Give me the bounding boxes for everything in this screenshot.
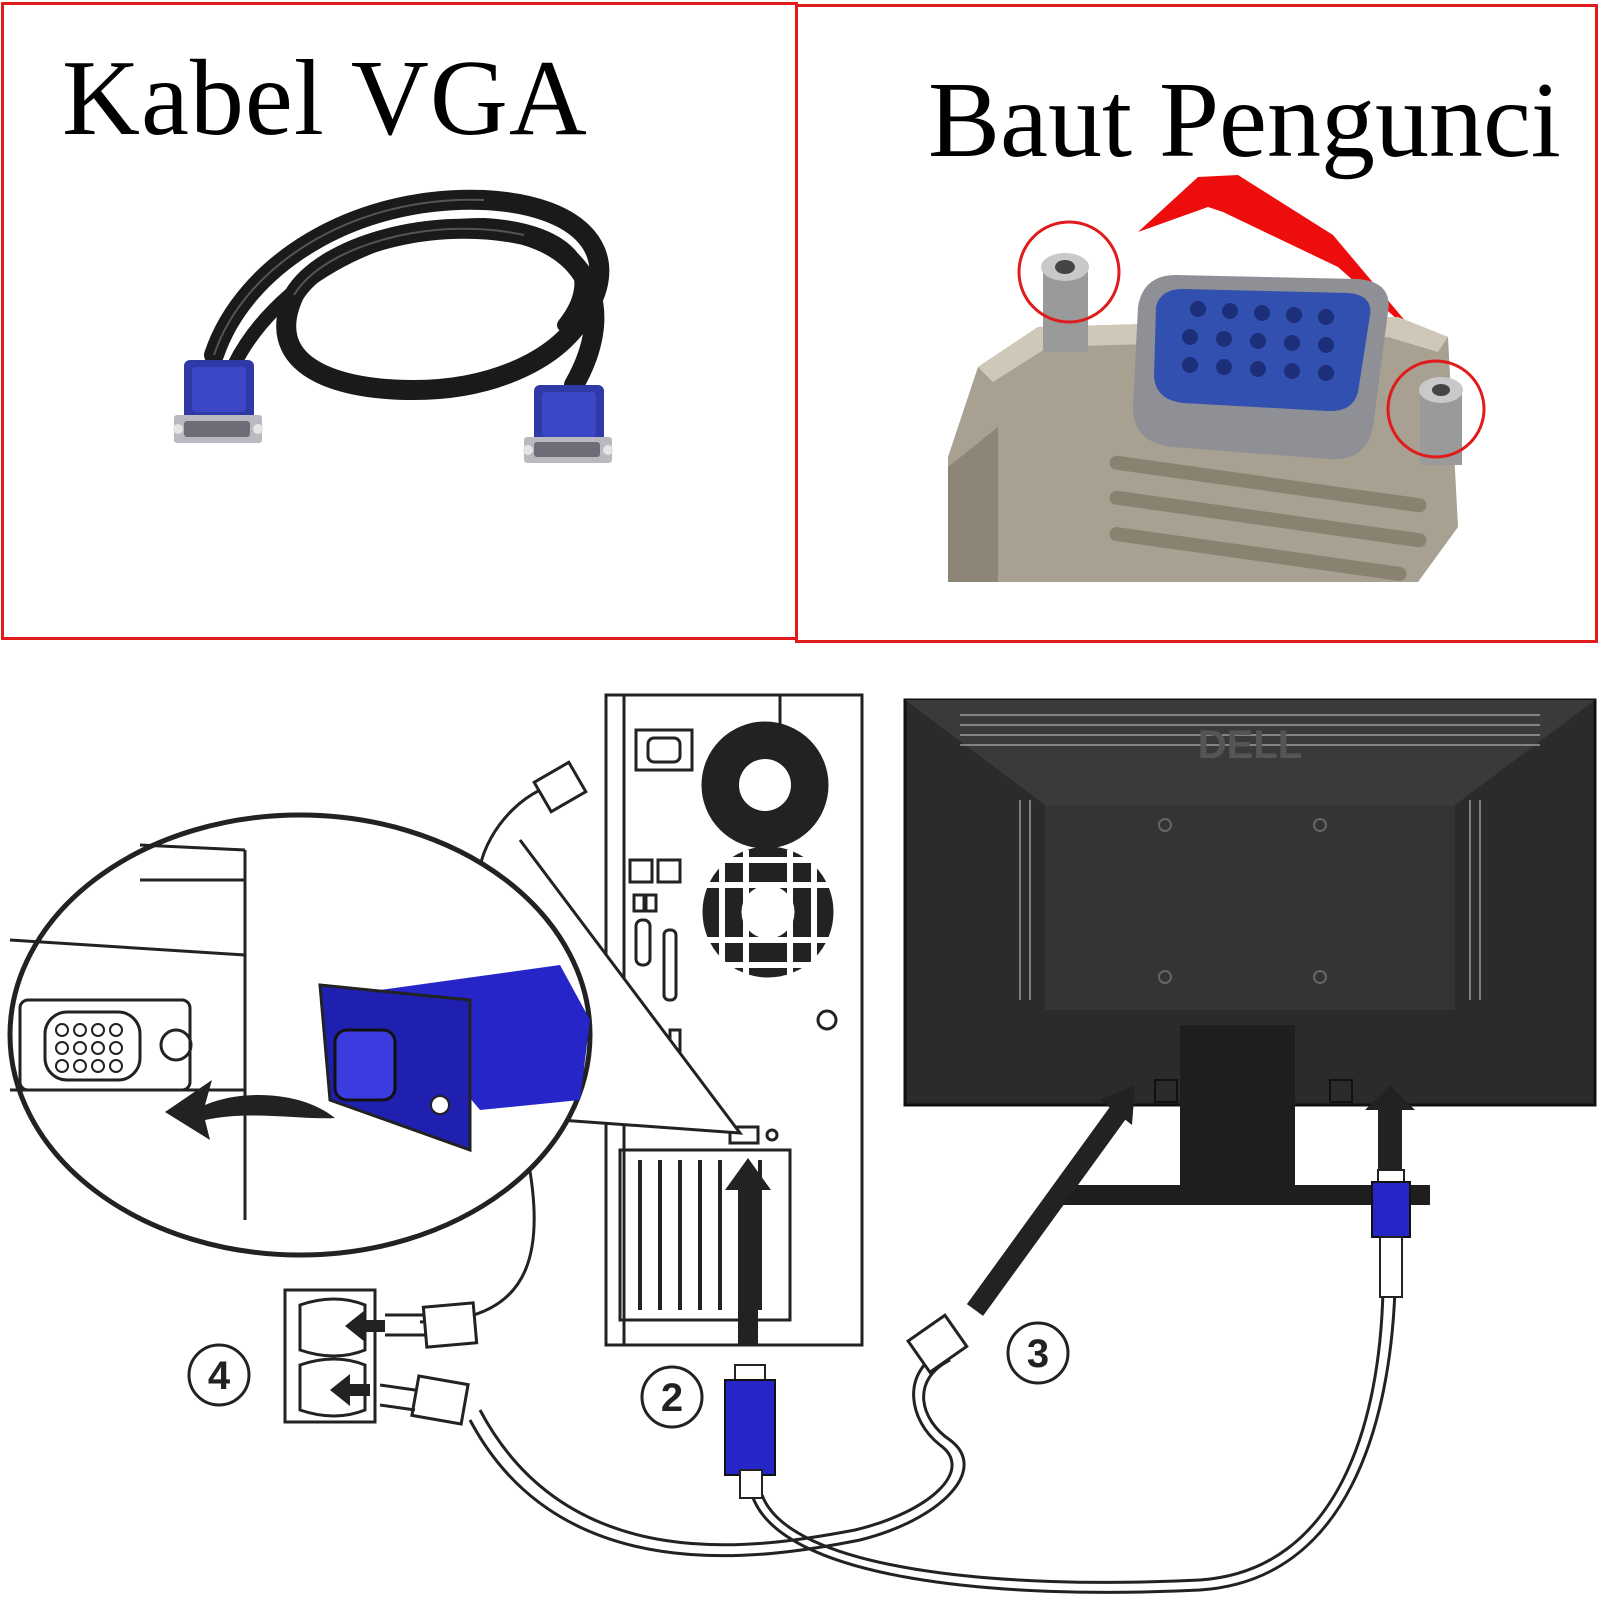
vga-connector-left [173,360,263,443]
vga-plug-magnified [318,965,590,1153]
vga-port-closeup [948,175,1486,582]
step-3-label: 3 [1027,1332,1049,1376]
monitor-power-cable [468,1313,969,1558]
vga-cable [750,1289,1397,1594]
power-plugs [379,1301,479,1426]
step-3-badge: 3 [1006,1321,1070,1385]
locking-screw-right [1386,359,1486,465]
arrows-to-outlet [330,1310,385,1406]
wall-power-outlet [283,1288,377,1424]
locking-screw-panel: Baut Pengunci [795,4,1598,643]
step-4-label: 4 [208,1354,231,1398]
vga-port-magnified-callout [7,812,744,1258]
dell-monitor-rear: DELL [903,698,1597,1205]
monitor-brand-logo: DELL [1198,723,1302,767]
step-2-label: 2 [661,1376,683,1420]
locking-screw-left [1017,220,1121,352]
insert-arrow [165,1080,335,1140]
vga-cable-illustration [173,189,613,463]
vga-cable-panel: Kabel VGA [1,2,798,640]
locking-screw-title: Baut Pengunci [928,61,1561,180]
red-pointer-arrow [1138,175,1423,342]
arrow-power-to-monitor [966,1085,1135,1316]
pc-fan-grille [705,850,830,975]
vga-plug-monitor [1371,1169,1411,1298]
step-2-badge: 2 [640,1365,704,1429]
arrow-vga-to-pc [725,1158,771,1345]
vga-db15-socket [1133,275,1389,460]
connection-diagram: DELL [7,693,1597,1594]
vga-plug-pc [724,1364,776,1499]
arrow-vga-to-monitor [1365,1085,1415,1170]
vga-connector-right [523,385,613,463]
step-4-badge: 4 [187,1343,251,1407]
vga-cable-title: Kabel VGA [62,39,588,158]
